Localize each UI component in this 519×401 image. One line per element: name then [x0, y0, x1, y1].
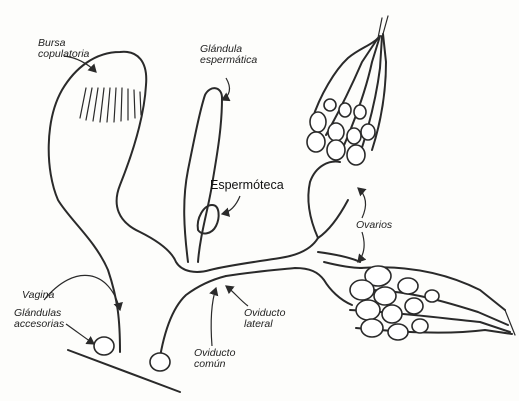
label-oviducto-comun-line2: común — [194, 359, 235, 370]
accessory-gland-left — [94, 337, 114, 355]
label-glandulas: Glándulas accesorias — [14, 308, 64, 330]
label-oviducto-lateral-line2: lateral — [244, 319, 285, 330]
label-bursa-line2: copulatoria — [38, 49, 89, 60]
leader-oviducto-lateral — [226, 286, 248, 306]
label-glandulas-line2: accesorias — [14, 319, 64, 330]
label-espermateca: Espermóteca — [210, 180, 284, 191]
label-vagina: Vagina — [22, 290, 54, 301]
accessory-gland-right — [150, 353, 170, 371]
leader-ovarios-up — [358, 188, 365, 218]
oviducto-trunk — [210, 238, 318, 270]
label-oviducto-lateral: Oviducto lateral — [244, 308, 285, 330]
ovary-lower-stalk-2 — [318, 252, 360, 262]
bursa-striations — [80, 88, 141, 122]
glandula-espermatica — [184, 88, 222, 262]
label-ovarios: Ovarios — [356, 220, 392, 231]
ovary-lower-stalk — [324, 262, 362, 268]
label-bursa: Bursa copulatoria — [38, 38, 89, 60]
label-glandula-line2: espermática — [200, 55, 257, 66]
leader-espermateca — [222, 196, 240, 214]
leader-glandula — [222, 78, 229, 100]
label-glandula: Glándula espermática — [200, 44, 257, 66]
bursa-copulatoria — [49, 52, 210, 352]
leader-oviducto-comun — [211, 288, 216, 346]
lower-ovarioles — [350, 266, 515, 340]
leader-ovarios-down — [358, 232, 364, 262]
upper-ovarioles — [307, 16, 388, 165]
leader-glandulas — [66, 324, 94, 344]
leader-vagina — [44, 275, 120, 310]
ovary-stalk-middle — [318, 200, 348, 238]
ovary-upper-stalk — [308, 162, 340, 238]
label-oviducto-comun: Oviducto común — [194, 348, 235, 370]
oviducto-lower — [226, 268, 352, 305]
